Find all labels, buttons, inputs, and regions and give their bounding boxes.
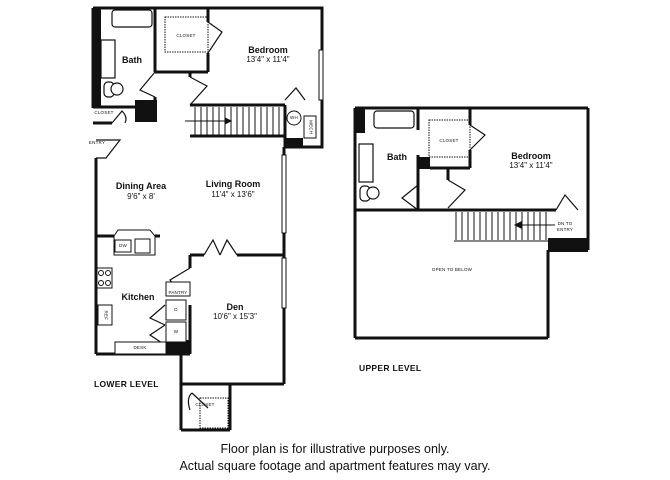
entry-closet-label: CLOSET bbox=[94, 110, 114, 115]
upper-level-wall-blocks bbox=[355, 108, 588, 252]
lower-level-wall-blocks bbox=[92, 8, 303, 355]
washer-label: W bbox=[173, 329, 179, 334]
pantry-label: PANTRY bbox=[168, 290, 188, 295]
entry-label: ENTRY bbox=[88, 140, 106, 145]
den-dims: 10'6" x 15'3" bbox=[213, 312, 257, 321]
kitchen-fixtures bbox=[96, 229, 191, 355]
dn-to-entry-line1: DN TO bbox=[557, 221, 573, 226]
upper-bath-label: Bath bbox=[387, 152, 407, 162]
kitchen-label: Kitchen bbox=[121, 292, 155, 302]
upper-level-walls bbox=[353, 106, 590, 340]
disclaimer-line-1: Floor plan is for illustrative purposes … bbox=[220, 442, 450, 456]
dryer-label: D bbox=[174, 307, 178, 312]
disclaimer-line-2: Actual square footage and apartment feat… bbox=[179, 459, 491, 473]
dn-to-entry-line2: ENTRY bbox=[556, 227, 574, 232]
refrigerator-label: REF bbox=[103, 310, 109, 321]
den-label: Den bbox=[226, 302, 244, 312]
lower-level-title: LOWER LEVEL bbox=[94, 379, 159, 389]
lower-level-windows bbox=[281, 49, 324, 309]
lower-bedroom-label: Bedroom bbox=[248, 45, 288, 55]
open-to-below-label: OPEN TO BELOW bbox=[431, 267, 473, 272]
upper-bedroom-label: Bedroom bbox=[511, 151, 551, 161]
upper-bedroom-dims: 13'4" x 11'4" bbox=[509, 161, 553, 170]
upper-closet-label: CLOSET bbox=[439, 138, 459, 143]
lower-bath-fixtures bbox=[100, 9, 153, 98]
lower-bedroom-closet-label: CLOSET bbox=[176, 33, 196, 38]
lower-bath-label: Bath bbox=[122, 55, 142, 65]
living-room-dims: 11'4" x 13'6" bbox=[211, 190, 255, 199]
lower-stairs bbox=[185, 107, 280, 135]
mech-label: MECH bbox=[308, 120, 314, 135]
desk-label: DESK bbox=[133, 345, 147, 350]
living-room-label: Living Room bbox=[205, 179, 261, 189]
dishwasher-label: DW bbox=[119, 243, 127, 248]
den-closet-label: CLOSET bbox=[195, 402, 215, 407]
water-heater-label: WH bbox=[290, 115, 298, 120]
lower-level-doors bbox=[96, 21, 306, 411]
dining-area-dims: 9'6" x 8' bbox=[127, 192, 155, 201]
upper-level-doors bbox=[401, 124, 579, 211]
upper-stairs bbox=[454, 212, 555, 242]
lower-level-walls bbox=[91, 6, 324, 432]
dining-area-label: Dining Area bbox=[115, 181, 167, 191]
lower-bedroom-dims: 13'4" x 11'4" bbox=[246, 55, 290, 64]
upper-level-title: UPPER LEVEL bbox=[359, 363, 422, 373]
upper-level-fixtures bbox=[358, 110, 415, 202]
